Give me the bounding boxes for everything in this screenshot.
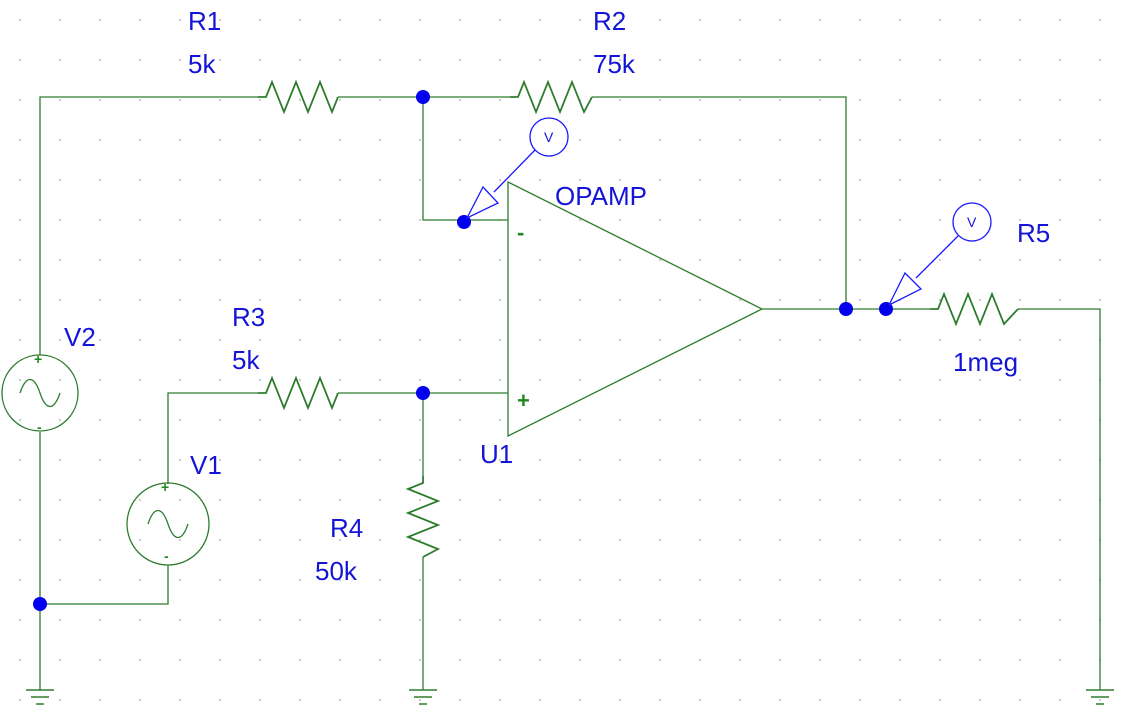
resistor-r1-symbol[interactable] (258, 79, 339, 115)
source-v2-plus-pin: + (34, 351, 42, 367)
r2-ref-label: R2 (593, 6, 626, 36)
r3-ref-label: R3 (232, 302, 265, 332)
ground-right-icon (1086, 689, 1114, 705)
source-v2-minus-pin: - (37, 419, 42, 435)
junction-node[interactable] (33, 597, 47, 611)
sine-wave-icon (147, 509, 189, 539)
probe-stem (493, 149, 536, 193)
wire-r2-out (592, 96, 847, 309)
v1-ref-label: V1 (190, 450, 222, 480)
r4-value-label: 50k (315, 556, 358, 586)
probe-arrow-icon (465, 185, 500, 220)
junction-node[interactable] (839, 302, 853, 316)
ground-center-icon (409, 689, 437, 705)
sine-wave-icon (19, 378, 61, 408)
u1-model-label: OPAMP (555, 181, 647, 211)
junctions (33, 90, 893, 611)
voltage-probe-output[interactable]: V (887, 202, 992, 307)
v2-ref-label: V2 (64, 322, 96, 352)
opamp-triangle (507, 180, 764, 438)
resistor-r2-symbol[interactable] (510, 79, 593, 115)
junction-node[interactable] (879, 302, 893, 316)
probe-stem (915, 235, 959, 279)
r2-value-label: 75k (593, 49, 636, 79)
wire-r5-gnd (1018, 308, 1101, 690)
opamp-inverting-pin: - (517, 220, 524, 245)
resistor-r3-symbol[interactable] (258, 375, 339, 411)
resistor-r5-symbol[interactable] (930, 291, 1019, 327)
wire-v2-r1 (39, 96, 258, 355)
r1-value-label: 5k (188, 49, 216, 79)
opamp-u1[interactable]: - + (507, 180, 764, 438)
ground-left-icon (26, 689, 54, 705)
wire-v1-r3 (167, 392, 258, 484)
probe-label: V (544, 129, 554, 145)
junction-node[interactable] (416, 90, 430, 104)
probe-label: V (967, 214, 977, 230)
source-v1-plus-pin: + (161, 479, 169, 495)
probe-circle (952, 202, 992, 242)
junction-node[interactable] (416, 386, 430, 400)
source-v1[interactable]: + - (126, 479, 210, 566)
wire-node-inv (422, 97, 508, 221)
wire-v1-gnd (40, 565, 169, 605)
voltage-probe-inverting[interactable]: V (465, 117, 569, 220)
r5-value-label: 1meg (953, 347, 1018, 377)
opamp-noninverting-pin: + (517, 388, 530, 413)
r1-ref-label: R1 (188, 6, 221, 36)
source-v1-minus-pin: - (164, 548, 169, 564)
source-v1-circle (126, 482, 210, 566)
r4-ref-label: R4 (330, 513, 363, 543)
probe-arrow-icon (887, 271, 923, 307)
source-v2[interactable]: + - (1, 351, 79, 435)
probe-circle (529, 117, 569, 157)
source-v2-circle (1, 354, 79, 432)
resistor-r4-symbol[interactable] (405, 476, 441, 558)
r5-ref-label: R5 (1017, 218, 1050, 248)
u1-ref-label: U1 (480, 439, 513, 469)
labels: R1 5k R2 75k R3 5k R4 50k R5 1meg V2 V1 … (64, 6, 1050, 586)
junction-node[interactable] (457, 215, 471, 229)
r3-value-label: 5k (232, 345, 260, 375)
